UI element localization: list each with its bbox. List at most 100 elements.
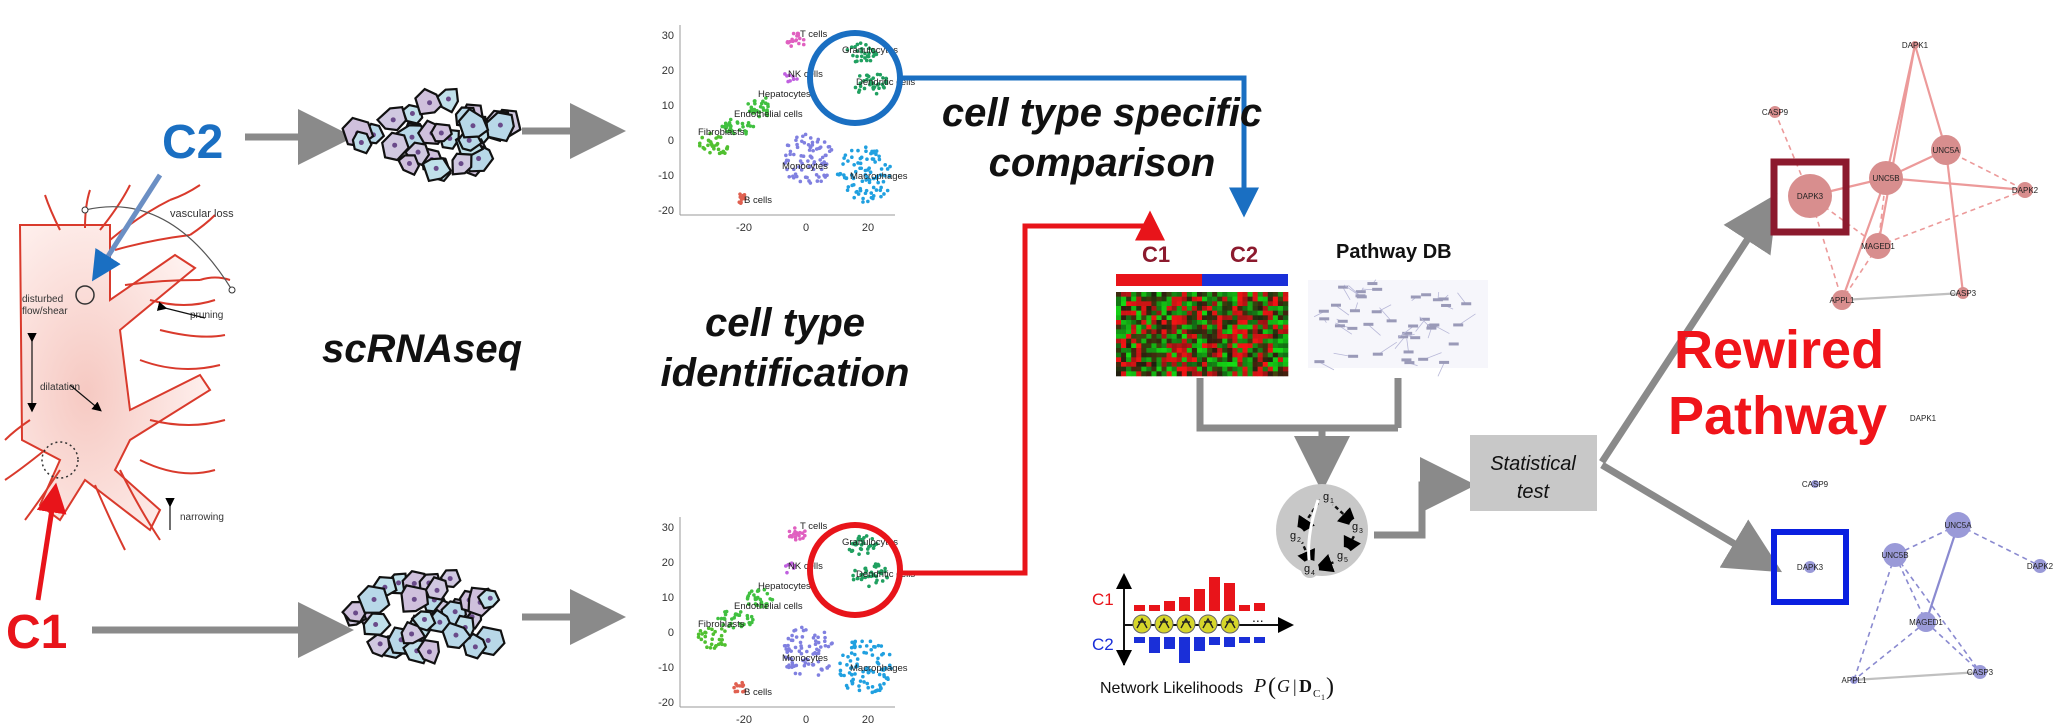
likelihood-network-icon bbox=[1132, 614, 1152, 634]
vessel-body bbox=[18, 224, 212, 532]
c2-label: C2 bbox=[162, 116, 223, 169]
likelihood-formula: P ( G | D C 1 ) bbox=[1253, 674, 1334, 702]
pathway-edge bbox=[1840, 177, 1888, 301]
vascular-loss-dot-a bbox=[81, 206, 89, 214]
dapk3-highlight-blue bbox=[1771, 529, 1849, 605]
tsne-x-tick: 20 bbox=[862, 222, 874, 234]
heatmap-c2-label: C2 bbox=[1230, 242, 1258, 267]
vascular-loss-arc bbox=[84, 206, 233, 291]
cell-nucleus bbox=[396, 580, 402, 586]
tsne-cluster-label: Fibroblasts bbox=[698, 127, 745, 138]
dilatation-diag-arrow bbox=[69, 384, 102, 412]
tsne-cluster-label: Hepatocytes bbox=[758, 89, 811, 100]
tsne-cluster-label: Macrophages bbox=[850, 171, 908, 182]
network-node-g3: g 3 bbox=[1349, 518, 1367, 536]
likelihood-bar-c2 bbox=[1254, 637, 1265, 643]
tsne-cluster-label: B cells bbox=[744, 687, 772, 698]
network-to-test-arrow bbox=[1374, 457, 1476, 539]
cell-nucleus bbox=[411, 596, 417, 602]
tsne-cluster-hepatocytes bbox=[746, 96, 770, 119]
cell-nucleus bbox=[409, 631, 415, 637]
pathway-edge bbox=[1894, 554, 1981, 673]
svg-text:g: g bbox=[1352, 521, 1358, 533]
tsne-cluster-label: Macrophages bbox=[850, 663, 908, 674]
cell-nucleus bbox=[358, 140, 364, 146]
svg-text:1: 1 bbox=[1321, 693, 1325, 702]
heatmap-c1-label: C1 bbox=[1142, 242, 1170, 267]
tsne-y-tick: 10 bbox=[662, 100, 674, 112]
cell-nucleus bbox=[421, 616, 427, 622]
pathway-edge bbox=[1876, 44, 1917, 247]
svg-text:C: C bbox=[1313, 688, 1320, 700]
likelihood-bar-c1 bbox=[1164, 601, 1175, 611]
pathway-edge bbox=[1924, 524, 1960, 623]
heatmap-merge-line bbox=[1196, 378, 1398, 432]
pathway-node-dapk1: DAPK1 bbox=[1902, 41, 1929, 50]
tsne-cluster-label: Hepatocytes bbox=[758, 581, 811, 592]
network-node-g5: g 5 bbox=[1334, 547, 1352, 565]
cell-nucleus bbox=[433, 165, 439, 171]
rewired-pathway-line1: Rewired bbox=[1674, 320, 1884, 380]
pathway-edge bbox=[1913, 44, 1948, 151]
c2-pointer-arrow bbox=[91, 173, 163, 282]
cell-type-identification-line1: cell type bbox=[705, 301, 865, 345]
cell-nucleus bbox=[458, 161, 464, 167]
likelihood-chart: C1 C2 ... Network Likelihoods P ( G | D … bbox=[1092, 573, 1334, 702]
likelihood-bar-c2 bbox=[1194, 637, 1205, 651]
cell-nucleus bbox=[353, 610, 359, 616]
cell-nucleus bbox=[437, 619, 443, 625]
svg-text:DAPK2: DAPK2 bbox=[2027, 562, 2054, 571]
vascular-loss-dot-b bbox=[228, 286, 236, 294]
svg-text:CASP9: CASP9 bbox=[1802, 480, 1829, 489]
svg-text:UNC5A: UNC5A bbox=[1932, 146, 1960, 155]
pathway-edge bbox=[1853, 670, 1981, 682]
tsne-y-tick: -20 bbox=[658, 205, 674, 217]
tsne-cluster-endothelial-cells bbox=[720, 117, 756, 136]
svg-text:g: g bbox=[1323, 491, 1329, 503]
tsne-cluster-label: Endothelial cells bbox=[734, 601, 803, 612]
cell-type-identification-line2: identification bbox=[661, 351, 910, 395]
c2-connector bbox=[900, 75, 1259, 218]
cell-nucleus bbox=[497, 122, 503, 128]
tsne-cluster-monocytes bbox=[783, 132, 834, 185]
pathway-node-casp9: CASP9 bbox=[1762, 106, 1789, 118]
vessel-label-pruning: pruning bbox=[190, 310, 223, 321]
tsne-cluster-b-cells bbox=[732, 680, 747, 694]
pathway-node-casp3: CASP3 bbox=[1950, 287, 1977, 299]
tsne-cluster-nk-cells bbox=[783, 72, 799, 84]
tsne-cluster-label: B cells bbox=[744, 195, 772, 206]
tsne-cluster-label: NK cells bbox=[788, 561, 823, 572]
likelihood-bar-c1 bbox=[1224, 583, 1235, 611]
network-node-g2: g 2 bbox=[1287, 527, 1305, 545]
c1-connector bbox=[900, 223, 1150, 576]
likelihood-bar-c1 bbox=[1239, 605, 1250, 611]
tsne-cluster-t-cells bbox=[787, 526, 807, 542]
likelihood-bar-c1 bbox=[1209, 577, 1220, 611]
c1-pointer-arrow bbox=[35, 482, 67, 601]
likelihood-bar-c2 bbox=[1209, 637, 1220, 645]
tsne-cluster-macrophages bbox=[835, 145, 892, 204]
svg-text:5: 5 bbox=[1344, 557, 1348, 564]
svg-text:DAPK1: DAPK1 bbox=[1910, 414, 1937, 423]
cell-nucleus bbox=[390, 117, 396, 123]
tsne-y-tick: 0 bbox=[668, 135, 674, 147]
cell-nucleus bbox=[470, 123, 476, 129]
likelihood-ellipsis: ... bbox=[1252, 609, 1264, 625]
likelihood-bar-c2 bbox=[1149, 637, 1160, 653]
vessel-label-narrowing: narrowing bbox=[180, 512, 224, 523]
likelihood-bar-c2 bbox=[1164, 637, 1175, 649]
pathway-node-dapk3: DAPK3 bbox=[1788, 174, 1832, 218]
likelihood-bar-c1 bbox=[1194, 589, 1205, 611]
cell-nucleus bbox=[453, 632, 459, 638]
likelihood-network-icon bbox=[1176, 614, 1196, 634]
tsne-y-tick: 10 bbox=[662, 592, 674, 604]
cell-cluster-bottom bbox=[341, 568, 506, 665]
tsne-cluster-label: Granulocytes bbox=[842, 45, 898, 56]
likelihood-c1-label: C1 bbox=[1092, 590, 1114, 609]
tsne-cluster-granulocytes bbox=[845, 41, 879, 64]
network-likelihoods-label: Network Likelihoods bbox=[1100, 680, 1243, 697]
svg-text:DAPK1: DAPK1 bbox=[1902, 41, 1929, 50]
